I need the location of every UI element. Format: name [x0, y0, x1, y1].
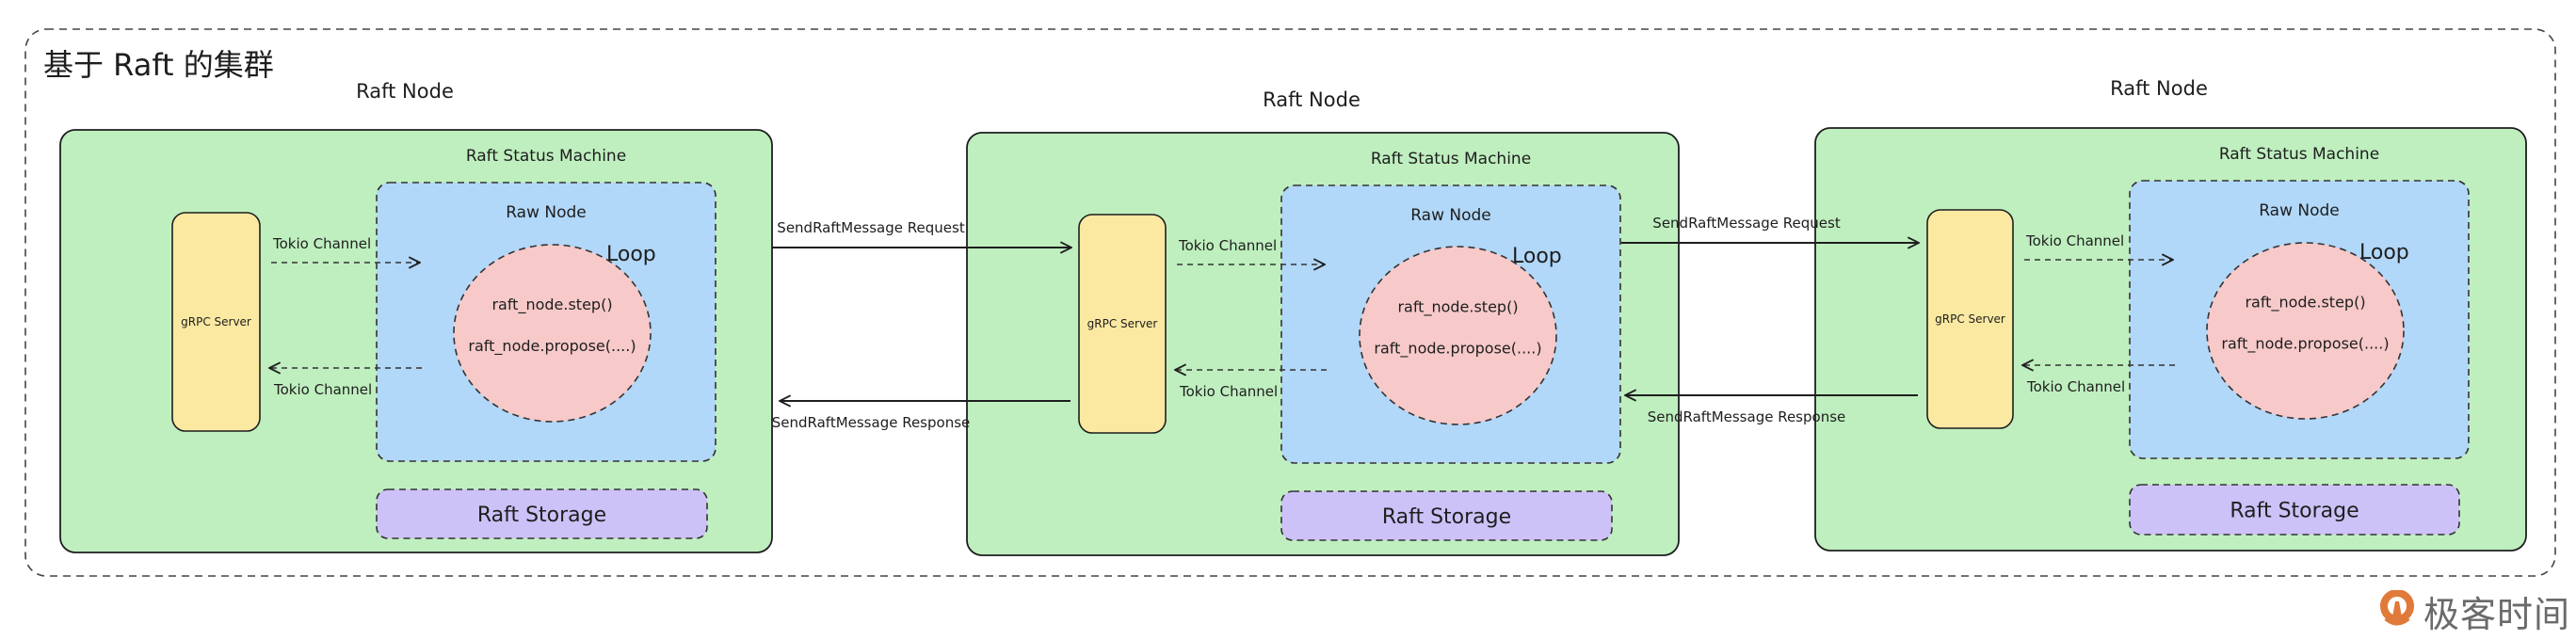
raw-node-label: Raw Node	[1410, 206, 1491, 225]
loop-label: Loop	[1512, 245, 1562, 268]
raft-storage-label: Raft Storage	[2230, 500, 2359, 523]
raft-node-label: Raft Node	[1263, 88, 1360, 111]
propose-call: raft_node.propose(....)	[468, 337, 636, 356]
raft-node-label: Raft Node	[2110, 77, 2208, 100]
loop-label: Loop	[2359, 241, 2409, 264]
grpc-server-box	[1078, 214, 1167, 434]
request-label: SendRaftMessage Request	[777, 219, 965, 236]
response-label: SendRaftMessage Response	[772, 414, 971, 431]
loop-ellipse	[1359, 246, 1557, 425]
raft-storage-label: Raft Storage	[1382, 505, 1511, 529]
grpc-server-box	[171, 212, 261, 432]
raft-storage-box	[2129, 484, 2460, 536]
tokio-channel-in-label: Tokio Channel	[2025, 232, 2124, 249]
tokio-channel-out-label: Tokio Channel	[273, 381, 372, 398]
grpc-server-box	[1926, 209, 2014, 429]
grpc-server-label: gRPC Server	[1087, 317, 1158, 330]
request-label: SendRaftMessage Request	[1652, 215, 1841, 232]
raft-node-label: Raft Node	[356, 80, 454, 103]
cluster-title: 基于 Raft 的集群	[43, 47, 274, 83]
raft-storage-box	[376, 488, 708, 539]
raft-storage-box	[1280, 490, 1613, 541]
geektime-logo-text: 极客时间	[2423, 594, 2571, 635]
tokio-channel-out-label: Tokio Channel	[1179, 383, 1278, 400]
grpc-server-label: gRPC Server	[181, 315, 251, 328]
grpc-server-label: gRPC Server	[1935, 312, 2005, 326]
loop-ellipse	[453, 244, 652, 423]
raw-node-label: Raw Node	[2259, 201, 2340, 220]
cluster-boundary	[24, 28, 2556, 577]
step-call: raft_node.step()	[2245, 294, 2365, 312]
propose-call: raft_node.propose(....)	[1374, 340, 1541, 359]
status-machine-label: Raft Status Machine	[1371, 150, 1531, 168]
raft-storage-label: Raft Storage	[477, 504, 606, 527]
raw-node-label: Raw Node	[506, 203, 587, 222]
tokio-channel-in-label: Tokio Channel	[272, 235, 371, 252]
propose-call: raft_node.propose(....)	[2221, 335, 2389, 354]
status-machine-label: Raft Status Machine	[466, 147, 626, 166]
loop-ellipse	[2206, 242, 2405, 420]
loop-label: Loop	[606, 243, 656, 266]
step-call: raft_node.step()	[491, 296, 612, 314]
geektime-logo-icon	[2380, 590, 2414, 626]
tokio-channel-in-label: Tokio Channel	[1178, 237, 1277, 254]
response-label: SendRaftMessage Response	[1648, 408, 1846, 425]
status-machine-label: Raft Status Machine	[2219, 145, 2379, 164]
tokio-channel-out-label: Tokio Channel	[2026, 378, 2125, 395]
step-call: raft_node.step()	[1397, 298, 1518, 317]
